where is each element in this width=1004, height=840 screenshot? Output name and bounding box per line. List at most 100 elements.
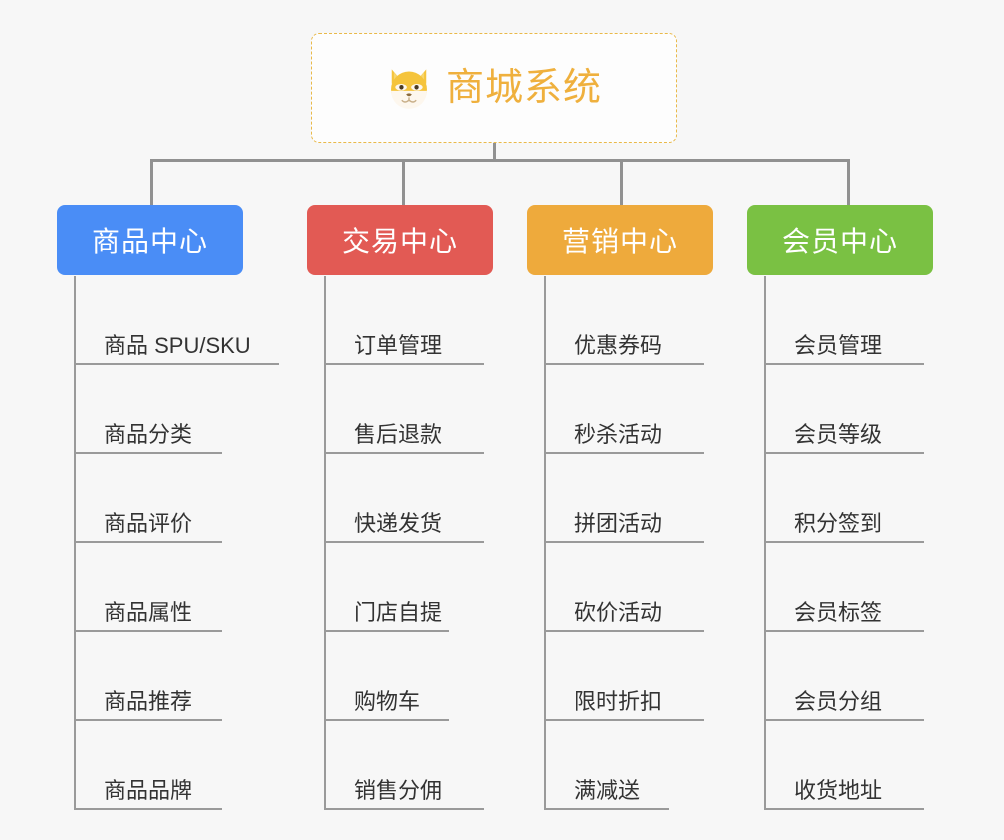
subitem[interactable]: 砍价活动 bbox=[544, 543, 704, 632]
subitem[interactable]: 商品推荐 bbox=[74, 632, 279, 721]
subitem-rule bbox=[764, 363, 924, 365]
subitem[interactable]: 会员标签 bbox=[764, 543, 924, 632]
subitem[interactable]: 收货地址 bbox=[764, 721, 924, 810]
subitem-label: 秒杀活动 bbox=[574, 422, 663, 447]
subitem-label: 拼团活动 bbox=[574, 511, 663, 536]
connector-drop-2 bbox=[402, 159, 405, 205]
subitem-label: 快递发货 bbox=[354, 511, 443, 536]
subitem-label: 会员管理 bbox=[794, 333, 883, 358]
subitem-label: 会员等级 bbox=[794, 422, 883, 447]
subitem-label: 商品评价 bbox=[104, 511, 193, 536]
column-trunk-3 bbox=[544, 276, 546, 810]
subitem-label: 会员标签 bbox=[794, 600, 883, 625]
subitem-rule bbox=[324, 719, 449, 721]
subitem-label: 会员分组 bbox=[794, 689, 883, 714]
subitem[interactable]: 秒杀活动 bbox=[544, 365, 704, 454]
subitem-rule bbox=[764, 719, 924, 721]
subitem[interactable]: 拼团活动 bbox=[544, 454, 704, 543]
subitem-label: 满减送 bbox=[574, 778, 641, 803]
subitem[interactable]: 商品评价 bbox=[74, 454, 279, 543]
subitem-column-3: 优惠券码秒杀活动拼团活动砍价活动限时折扣满减送 bbox=[544, 276, 704, 810]
subitem[interactable]: 商品品牌 bbox=[74, 721, 279, 810]
subitem-label: 商品推荐 bbox=[104, 689, 193, 714]
subitem-rule bbox=[544, 541, 704, 543]
subitem-label: 商品 SPU/SKU bbox=[104, 333, 251, 358]
subitem-rule bbox=[544, 363, 704, 365]
column-items-1: 商品 SPU/SKU 商品分类商品评价商品属性商品推荐商品品牌 bbox=[74, 276, 279, 810]
subitem-label: 购物车 bbox=[354, 689, 421, 714]
shiba-dog-icon bbox=[386, 65, 432, 111]
connector-drop-3 bbox=[620, 159, 623, 205]
subitem[interactable]: 销售分佣 bbox=[324, 721, 484, 810]
subitem-label: 销售分佣 bbox=[354, 778, 443, 803]
subitem-rule bbox=[74, 452, 222, 454]
subitem[interactable]: 快递发货 bbox=[324, 454, 484, 543]
subitem-rule bbox=[74, 630, 222, 632]
subitem-rule bbox=[544, 719, 704, 721]
subitem[interactable]: 购物车 bbox=[324, 632, 484, 721]
subitem[interactable]: 会员管理 bbox=[764, 276, 924, 365]
subitem-column-1: 商品 SPU/SKU 商品分类商品评价商品属性商品推荐商品品牌 bbox=[74, 276, 279, 810]
connector-horizontal-bus bbox=[150, 159, 850, 162]
subitem[interactable]: 积分签到 bbox=[764, 454, 924, 543]
subitem[interactable]: 商品分类 bbox=[74, 365, 279, 454]
subitem-label: 商品属性 bbox=[104, 600, 193, 625]
subitem-rule bbox=[324, 363, 484, 365]
subitem-label: 门店自提 bbox=[354, 600, 443, 625]
column-items-2: 订单管理售后退款快递发货门店自提购物车销售分佣 bbox=[324, 276, 484, 810]
subitem-rule bbox=[324, 541, 484, 543]
category-title-2: 交易中心 bbox=[341, 226, 458, 257]
subitem[interactable]: 优惠券码 bbox=[544, 276, 704, 365]
subitem-rule bbox=[764, 541, 924, 543]
subitem-rule bbox=[544, 452, 704, 454]
category-box-1[interactable]: 商品中心 bbox=[57, 205, 243, 275]
root-node-shopping-mall-system[interactable]: 商城系统 bbox=[311, 33, 677, 143]
column-items-3: 优惠券码秒杀活动拼团活动砍价活动限时折扣满减送 bbox=[544, 276, 704, 810]
subitem-rule bbox=[74, 363, 279, 365]
subitem-rule bbox=[544, 808, 669, 810]
subitem-label: 收货地址 bbox=[794, 778, 883, 803]
subitem-rule bbox=[764, 452, 924, 454]
category-box-2[interactable]: 交易中心 bbox=[307, 205, 493, 275]
subitem-label: 订单管理 bbox=[354, 333, 443, 358]
subitem[interactable]: 商品 SPU/SKU bbox=[74, 276, 279, 365]
subitem[interactable]: 门店自提 bbox=[324, 543, 484, 632]
subitem[interactable]: 售后退款 bbox=[324, 365, 484, 454]
subitem-label: 商品分类 bbox=[104, 422, 193, 447]
category-title-4: 会员中心 bbox=[781, 226, 898, 257]
subitem-rule bbox=[74, 808, 222, 810]
connector-drop-4 bbox=[847, 159, 850, 205]
subitem-label: 售后退款 bbox=[354, 422, 443, 447]
subitem[interactable]: 限时折扣 bbox=[544, 632, 704, 721]
subitem-rule bbox=[324, 630, 449, 632]
subitem-rule bbox=[324, 452, 484, 454]
root-node-title: 商城系统 bbox=[445, 67, 602, 109]
column-items-4: 会员管理会员等级积分签到会员标签会员分组收货地址 bbox=[764, 276, 924, 810]
subitem[interactable]: 会员分组 bbox=[764, 632, 924, 721]
subitem[interactable]: 商品属性 bbox=[74, 543, 279, 632]
category-title-1: 商品中心 bbox=[91, 226, 208, 257]
subitem-column-4: 会员管理会员等级积分签到会员标签会员分组收货地址 bbox=[764, 276, 924, 810]
column-trunk-4 bbox=[764, 276, 766, 810]
subitem-label: 限时折扣 bbox=[574, 689, 663, 714]
subitem-label: 商品品牌 bbox=[104, 778, 193, 803]
subitem-rule bbox=[74, 719, 222, 721]
category-box-3[interactable]: 营销中心 bbox=[527, 205, 713, 275]
subitem[interactable]: 订单管理 bbox=[324, 276, 484, 365]
subitem-rule bbox=[764, 630, 924, 632]
subitem[interactable]: 会员等级 bbox=[764, 365, 924, 454]
category-box-4[interactable]: 会员中心 bbox=[747, 205, 933, 275]
subitem-label: 积分签到 bbox=[794, 511, 883, 536]
subitem-rule bbox=[544, 630, 704, 632]
subitem[interactable]: 满减送 bbox=[544, 721, 704, 810]
subitem-rule bbox=[74, 541, 222, 543]
column-trunk-1 bbox=[74, 276, 76, 810]
category-title-3: 营销中心 bbox=[561, 226, 678, 257]
subitem-label: 优惠券码 bbox=[574, 333, 663, 358]
column-trunk-2 bbox=[324, 276, 326, 810]
subitem-rule bbox=[764, 808, 924, 810]
subitem-label: 砍价活动 bbox=[574, 600, 663, 625]
subitem-column-2: 订单管理售后退款快递发货门店自提购物车销售分佣 bbox=[324, 276, 484, 810]
connector-drop-1 bbox=[150, 159, 153, 205]
